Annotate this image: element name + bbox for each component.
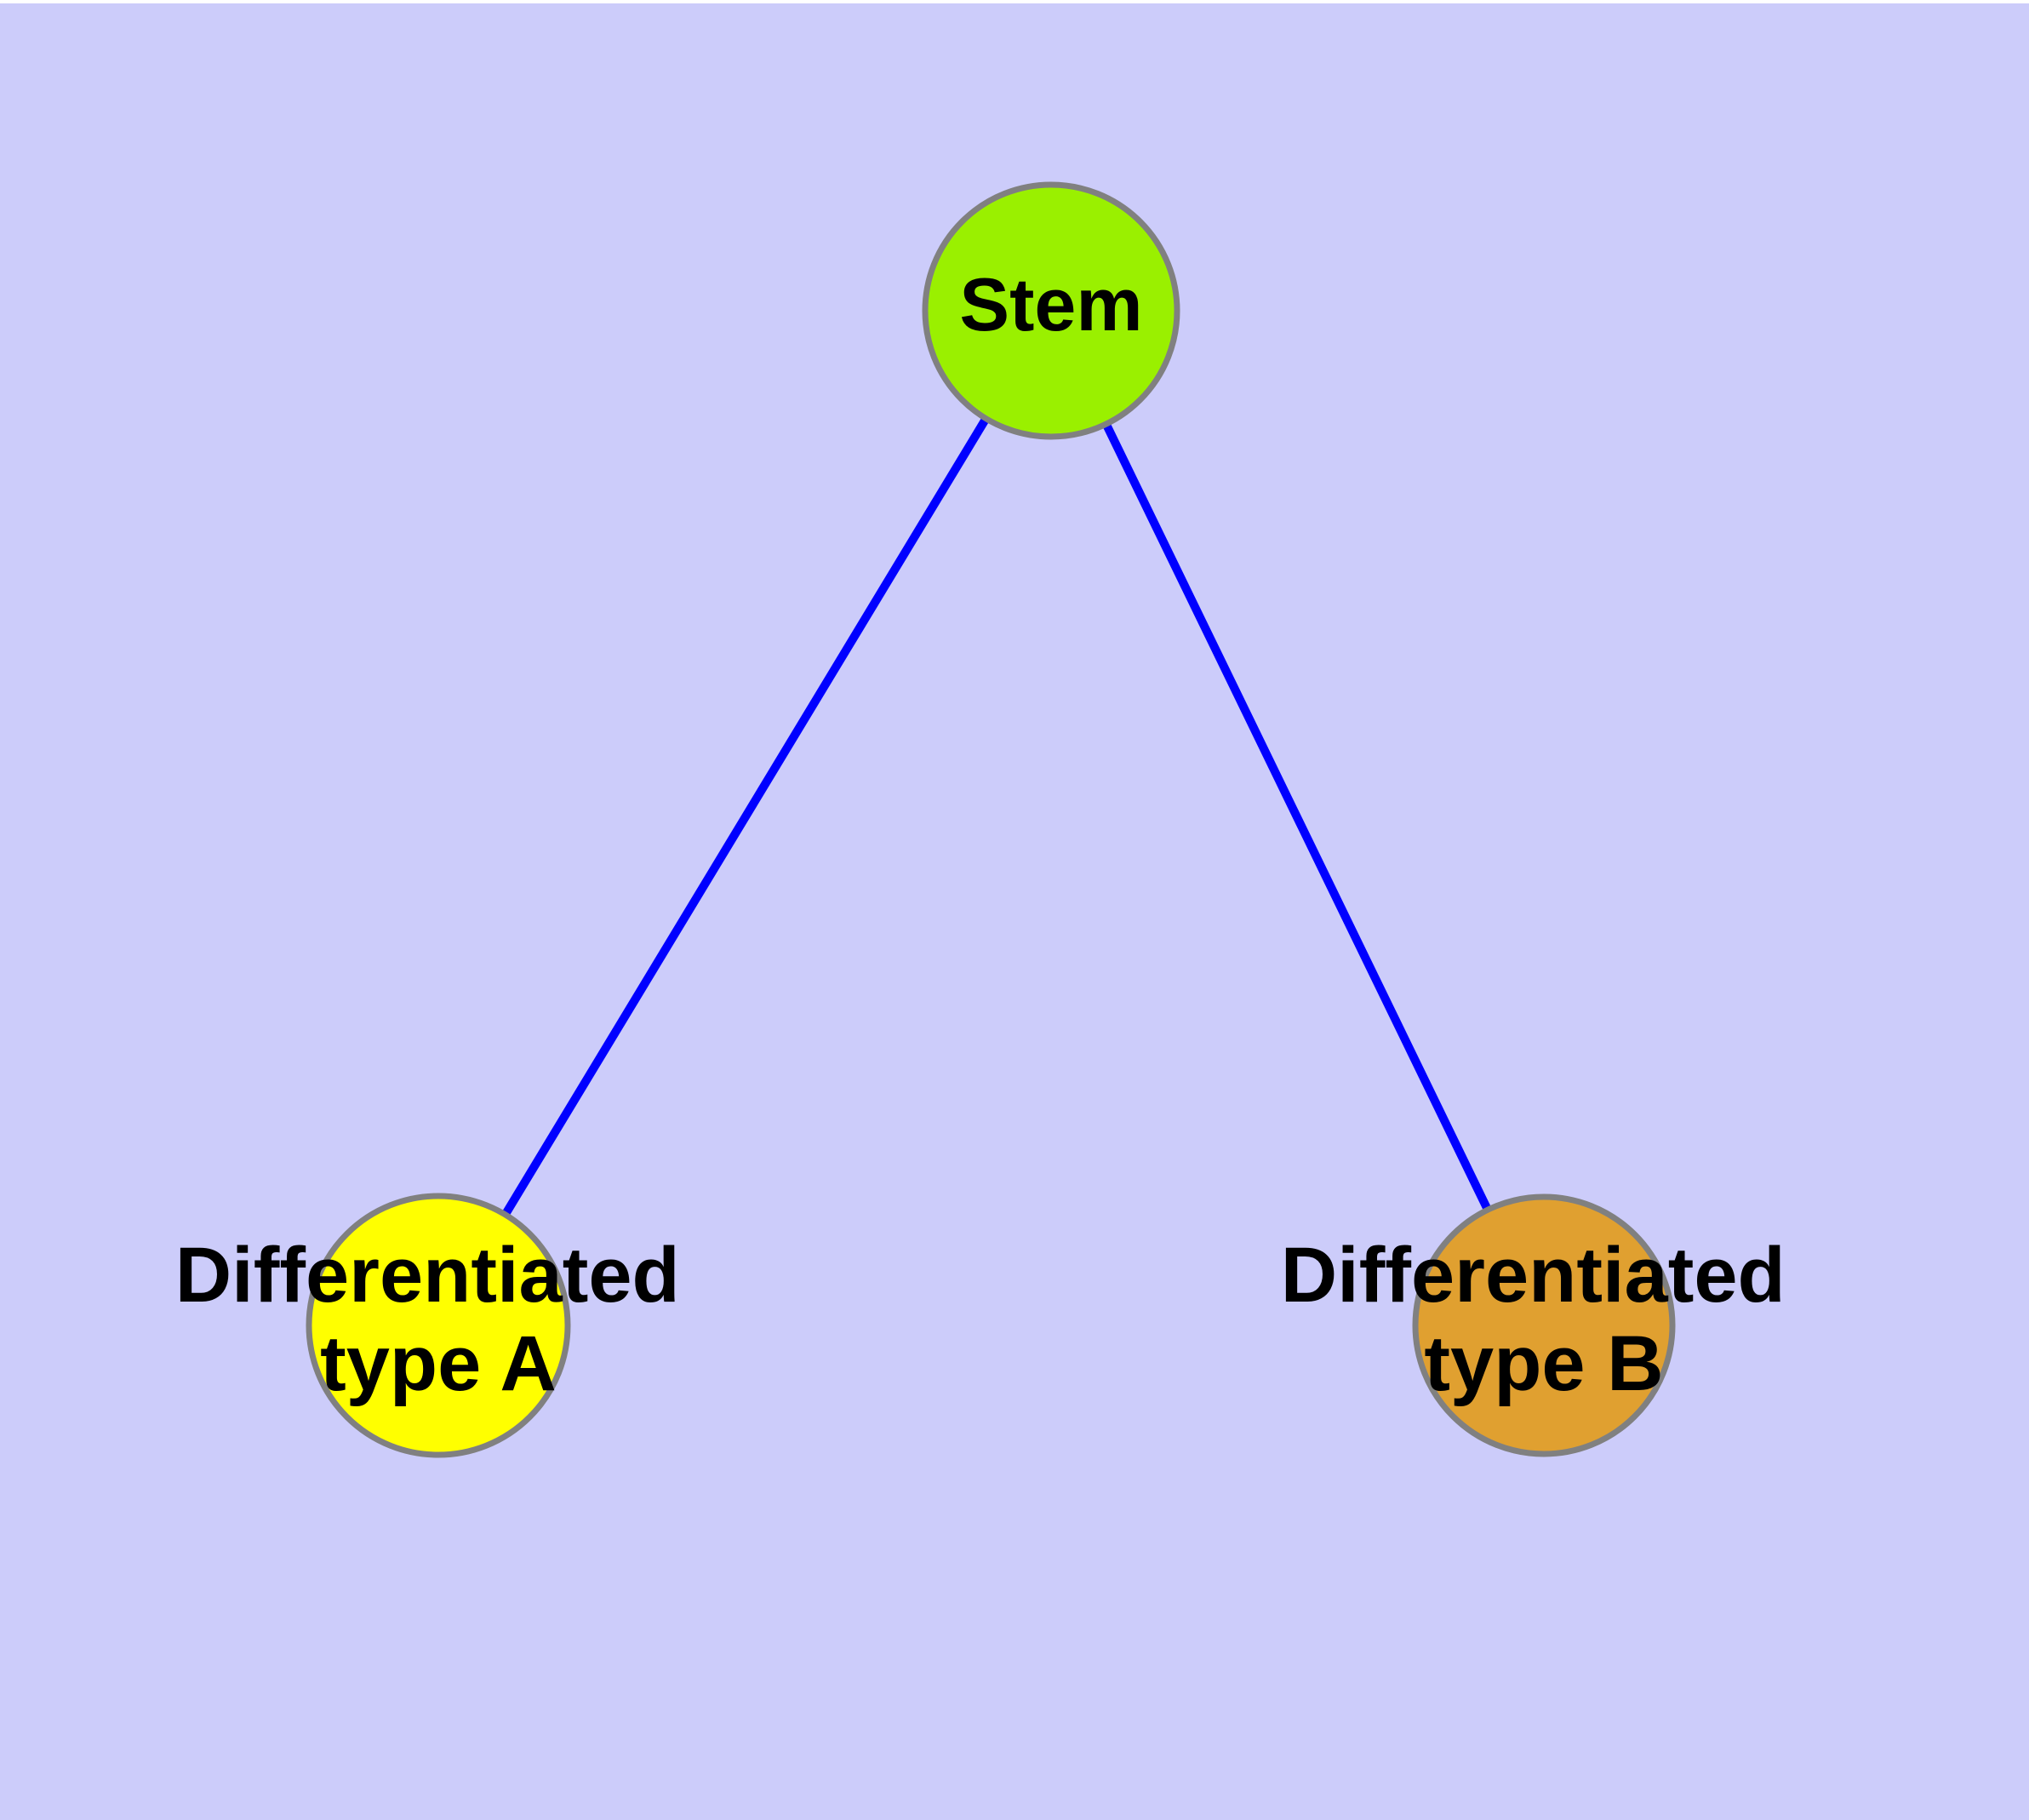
node-differentiated-type-a[interactable] (306, 1193, 571, 1458)
edges-layer (502, 417, 1491, 1216)
node-differentiated-type-a-label: Differentiated type A (175, 1232, 702, 1407)
node-differentiated-type-a-label-line-1: Differentiated (175, 1232, 680, 1319)
node-stem-circle[interactable] (922, 181, 1180, 440)
node-differentiated-type-b-label: Differentiated type B (1281, 1232, 1808, 1407)
edge-stem-to-differentiated-type-b[interactable] (1103, 423, 1491, 1210)
nodes-layer (306, 181, 1676, 1458)
edge-stem-to-differentiated-type-a[interactable] (502, 417, 989, 1216)
node-stem-label-line-1: Stem (959, 262, 1142, 346)
labels-layer: Stem Differentiated type A Differentiate… (175, 262, 1808, 1407)
node-differentiated-type-a-label-line-2: type A (320, 1320, 557, 1407)
node-differentiated-type-b-label-line-2: type B (1424, 1320, 1663, 1407)
node-differentiated-type-a-circle[interactable] (306, 1193, 571, 1458)
node-differentiated-type-b[interactable] (1412, 1193, 1676, 1457)
node-differentiated-type-b-circle[interactable] (1412, 1193, 1676, 1457)
node-differentiated-type-b-label-line-1: Differentiated (1281, 1232, 1786, 1319)
node-stem[interactable] (922, 181, 1180, 440)
node-stem-label: Stem (959, 262, 1142, 346)
